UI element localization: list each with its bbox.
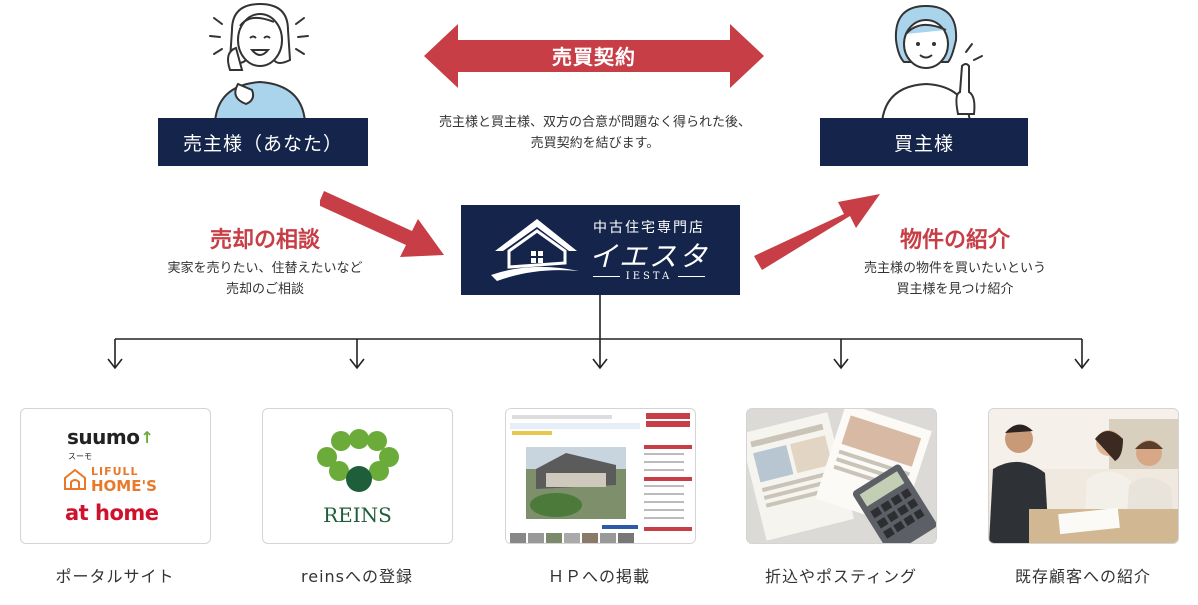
- contract-arrow-label: 売買契約: [552, 45, 636, 69]
- seller-illustration: [209, 2, 309, 122]
- consult-line1: 実家を売りたい、住替えたいなど: [167, 261, 363, 276]
- channel-card-flyers: [746, 408, 937, 544]
- channel-card-homepage: [505, 408, 696, 544]
- seller-box: 売主様（あなた）: [158, 118, 368, 166]
- contract-double-arrow: [424, 24, 764, 88]
- reins-logo-text: REINS: [323, 503, 392, 527]
- introduce-title: 物件の紹介: [899, 228, 1010, 253]
- suumo-logo: SUUMO ↑: [67, 425, 154, 449]
- house-logo-icon: [491, 219, 579, 281]
- buyer-illustration: [880, 4, 983, 122]
- buyer-label: 買主様: [893, 132, 954, 155]
- seller-label: 売主様（あなた）: [182, 132, 343, 155]
- introduce-line1: 売主様の物件を買いたいという: [863, 261, 1046, 276]
- channel-caption-homepage: ＨＰへの掲載: [547, 567, 650, 586]
- channel-card-portal: SUUMO ↑ スーモ LIFULL HOME'S at home: [20, 408, 211, 544]
- homepage-screenshot-image: [506, 409, 695, 543]
- contract-description-line2: 売買契約を結びます。: [530, 136, 660, 151]
- athome-logo: at home: [65, 501, 159, 525]
- channel-caption-customers: 既存顧客への紹介: [1014, 567, 1151, 586]
- company-romaji-row: IESTA: [593, 271, 706, 282]
- contract-description-line1: 売主様と買主様、双方の合意が問題なく得られた後、: [438, 115, 751, 130]
- customers-photo-image: [989, 409, 1178, 543]
- lifull-logo: LIFULL HOME'S: [63, 465, 157, 494]
- consult-description: 実家を売りたい、住替えたいなど 売却のご相談: [130, 258, 400, 300]
- channel-connector-tree: [107, 295, 1090, 370]
- channel-caption-reins: reinsへの登録: [301, 567, 413, 586]
- channel-card-reins: REINS: [262, 408, 453, 544]
- company-logo-box: 中古住宅専門店 イエスタ IESTA: [461, 205, 740, 295]
- consult-title: 売却の相談: [209, 228, 320, 253]
- reins-logo-icon: [317, 429, 399, 492]
- contract-description: 売主様と買主様、双方の合意が問題なく得られた後、 売買契約を結びます。: [380, 112, 810, 154]
- consult-line2: 売却のご相談: [225, 282, 304, 297]
- homes-house-icon: [64, 468, 86, 490]
- buyer-box: 買主様: [820, 118, 1028, 166]
- company-tagline: 中古住宅専門店: [593, 220, 705, 236]
- introduce-arrow: [754, 194, 880, 270]
- suumo-kana: スーモ: [68, 452, 92, 461]
- channel-card-customers: [988, 408, 1179, 544]
- company-name: イエスタ: [589, 240, 709, 273]
- company-romaji: IESTA: [625, 271, 673, 282]
- suumo-arrow-icon: ↑: [140, 427, 154, 447]
- consult-arrow: [320, 191, 444, 257]
- introduce-line2: 買主様を見つけ紹介: [896, 282, 1014, 297]
- flyers-photo-image: [747, 409, 936, 543]
- introduce-description: 売主様の物件を買いたいという 買主様を見つけ紹介: [820, 258, 1090, 300]
- channel-caption-flyers: 折込やポスティング: [764, 567, 918, 586]
- channel-caption-portal: ポータルサイト: [55, 567, 175, 586]
